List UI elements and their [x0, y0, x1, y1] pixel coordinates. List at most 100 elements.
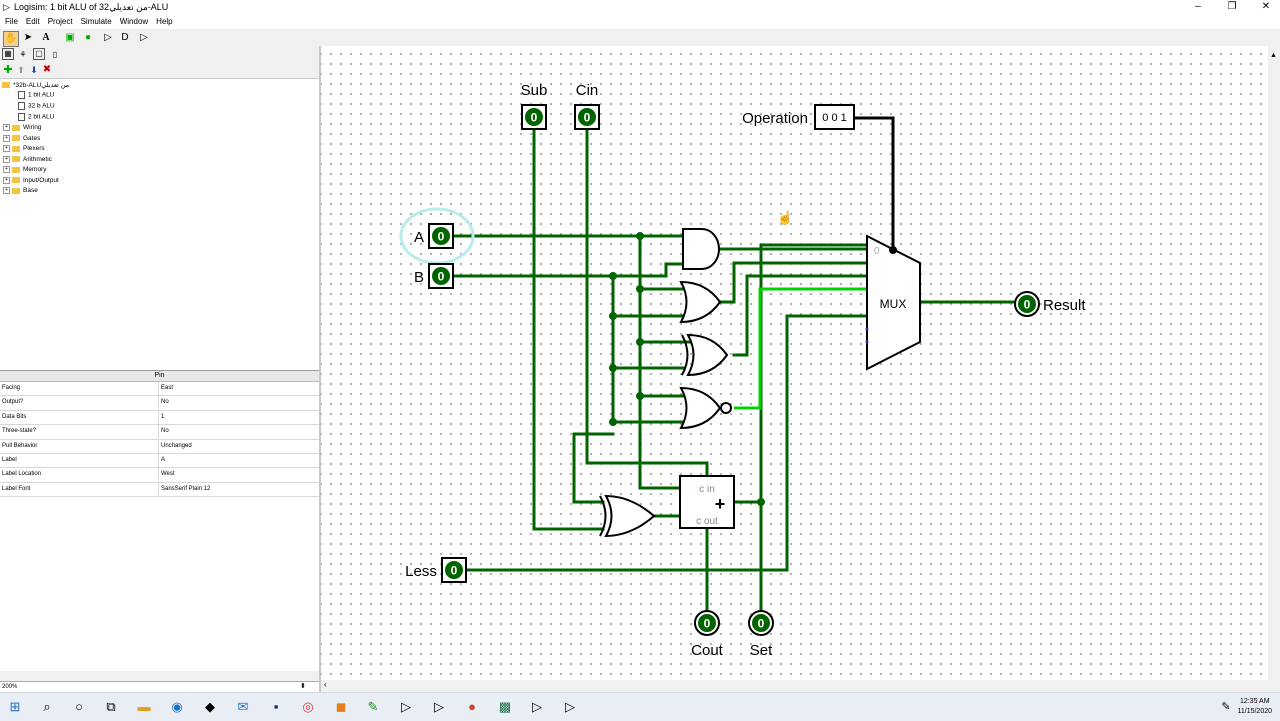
mail-icon[interactable]: ✉ — [237, 699, 249, 714]
app-icon[interactable]: ◼ — [335, 699, 347, 714]
output-pin-icon[interactable]: ● — [84, 32, 92, 43]
menu-simulate[interactable]: Simulate — [80, 17, 112, 26]
logisim-taskbar-icon[interactable]: ▷ — [434, 699, 444, 714]
tree-library-base[interactable]: +Base — [3, 187, 38, 194]
task-view-icon[interactable]: ⧉ — [106, 699, 116, 714]
pin-b[interactable]: 0 B — [414, 263, 454, 289]
zoom-spinner-icon[interactable]: ⬍ — [300, 683, 306, 690]
menu-project[interactable]: Project — [47, 17, 73, 26]
attribute-value[interactable]: 1 — [161, 413, 165, 420]
pin-sub[interactable]: 0 Sub — [521, 82, 548, 130]
taskbar-clock[interactable]: 12:35 AM 11/15/2020 — [1237, 697, 1272, 717]
circuit-canvas[interactable]: 0 A 0 B 0 Sub 0 Cin 0 Less — [321, 46, 1268, 680]
appearance-view-icon[interactable]: ▯ — [52, 50, 58, 59]
expand-icon[interactable]: + — [3, 176, 10, 184]
tree-library-input-output[interactable]: +Input/Output — [3, 176, 59, 184]
tree-circuit-2-bit-alu[interactable]: 2 bit ALU — [18, 113, 54, 121]
output-cout[interactable]: 0 Cout — [691, 610, 724, 659]
output-set[interactable]: 0 Set — [748, 610, 774, 659]
file-explorer-icon[interactable]: ▬ — [137, 699, 151, 714]
tree-circuit-32-b-alu[interactable]: 32 b ALU — [18, 102, 55, 110]
menu-help[interactable]: Help — [156, 17, 173, 26]
tree-library-memory[interactable]: +Memory — [3, 166, 46, 173]
attribute-value[interactable]: East — [161, 385, 174, 391]
panel-splitter[interactable] — [319, 46, 321, 692]
cortana-icon[interactable]: ○ — [75, 699, 83, 714]
attribute-value[interactable]: A — [161, 456, 166, 463]
move-down-icon[interactable]: ⬇ — [30, 65, 38, 75]
edge-browser-icon[interactable]: ◉ — [171, 699, 183, 714]
sub-xor-gate[interactable] — [599, 494, 656, 538]
not-gate-icon[interactable]: ▷ — [104, 32, 112, 43]
adder[interactable]: c in c out + — [679, 475, 735, 529]
tree-library-arithmetic[interactable]: +Arithmetic — [3, 155, 52, 163]
tree-library-wiring[interactable]: +Wiring — [3, 124, 41, 131]
attribute-row[interactable]: Output?No — [0, 396, 319, 411]
multiplexer[interactable]: MUX 0 — [865, 234, 921, 371]
attribute-value[interactable]: No — [161, 399, 169, 406]
powerpoint-icon[interactable]: ● — [468, 699, 476, 714]
or-gate[interactable] — [679, 280, 722, 324]
close-button[interactable]: ✕ — [1261, 1, 1271, 12]
expand-icon[interactable]: + — [3, 124, 10, 131]
simulation-tree-icon[interactable]: ⚘ — [19, 50, 27, 59]
windows-start-icon[interactable]: ⊞ — [9, 699, 21, 714]
expand-icon[interactable]: + — [3, 187, 10, 194]
horizontal-scrollbar[interactable]: ‹ — [321, 680, 1268, 692]
scroll-up-icon[interactable]: ▲ — [1270, 52, 1277, 59]
delete-circuit-icon[interactable]: ✖ — [42, 64, 52, 75]
attribute-value[interactable]: No — [161, 428, 169, 435]
tree-library-gates[interactable]: +Gates — [3, 134, 40, 142]
pin-cin[interactable]: 0 Cin — [574, 82, 600, 130]
menu-file[interactable]: File — [5, 17, 18, 26]
logisim-taskbar-icon[interactable]: ▷ — [401, 699, 411, 714]
move-up-icon[interactable]: ⬆ — [17, 65, 25, 75]
app-icon[interactable]: ✎ — [367, 699, 379, 714]
or-gate-icon[interactable]: ▷ — [140, 32, 148, 43]
xor-gate[interactable] — [681, 333, 729, 377]
expand-icon[interactable]: + — [3, 155, 10, 163]
logisim-taskbar-icon[interactable]: ▷ — [565, 699, 575, 714]
input-pin-icon[interactable]: ▣ — [65, 32, 75, 43]
maximize-button[interactable]: ❐ — [1227, 1, 1237, 12]
minimize-button[interactable]: – — [1195, 1, 1201, 12]
chrome-icon[interactable]: ◎ — [302, 699, 314, 714]
terminal-icon[interactable]: ▪ — [273, 699, 279, 714]
poke-tool-icon[interactable]: ✋ — [3, 31, 19, 47]
search-icon[interactable]: ⌕ — [43, 699, 51, 714]
expand-icon[interactable]: + — [3, 145, 10, 152]
add-circuit-icon[interactable]: ✚ — [3, 64, 13, 76]
tree-library-plexers[interactable]: +Plexers — [3, 145, 45, 152]
expand-icon[interactable]: + — [3, 134, 10, 142]
text-tool-icon[interactable]: A — [42, 32, 50, 43]
attribute-value[interactable]: Unchanged — [161, 442, 192, 449]
select-tool-icon[interactable]: ➤ — [23, 32, 33, 43]
pin-operation[interactable]: 0 0 1 Operation — [742, 104, 855, 130]
tree-circuit-1-bit-alu[interactable]: 1 bit ALU — [18, 91, 54, 99]
nor-gate[interactable] — [679, 386, 732, 430]
tree-project[interactable]: *32b-ALUمن تعديلي — [2, 81, 69, 89]
expand-icon[interactable]: + — [3, 166, 10, 173]
pin-less[interactable]: 0 Less — [405, 557, 467, 583]
scroll-left-icon[interactable]: ‹ — [324, 680, 327, 689]
pin-a[interactable]: 0 A — [399, 207, 475, 265]
store-icon[interactable]: ◆ — [205, 699, 215, 714]
logisim-taskbar-icon[interactable]: ▷ — [532, 699, 542, 714]
attribute-row[interactable]: Three-state?No — [0, 425, 319, 440]
excel-icon[interactable]: ▩ — [498, 699, 512, 714]
menu-window[interactable]: Window — [119, 17, 149, 26]
toolbox-view-icon[interactable]: ▦ — [2, 48, 14, 60]
attribute-value[interactable]: SansSerif Plain 12 — [161, 485, 211, 492]
and-gate-icon[interactable]: D — [121, 32, 129, 43]
attribute-value[interactable]: West — [161, 471, 175, 478]
pen-icon[interactable]: ✎ — [1221, 701, 1231, 713]
menu-edit[interactable]: Edit — [25, 17, 40, 26]
zoom-control[interactable]: 200% ⬍ — [0, 681, 319, 693]
layout-view-icon[interactable]: ▢ — [33, 48, 45, 60]
